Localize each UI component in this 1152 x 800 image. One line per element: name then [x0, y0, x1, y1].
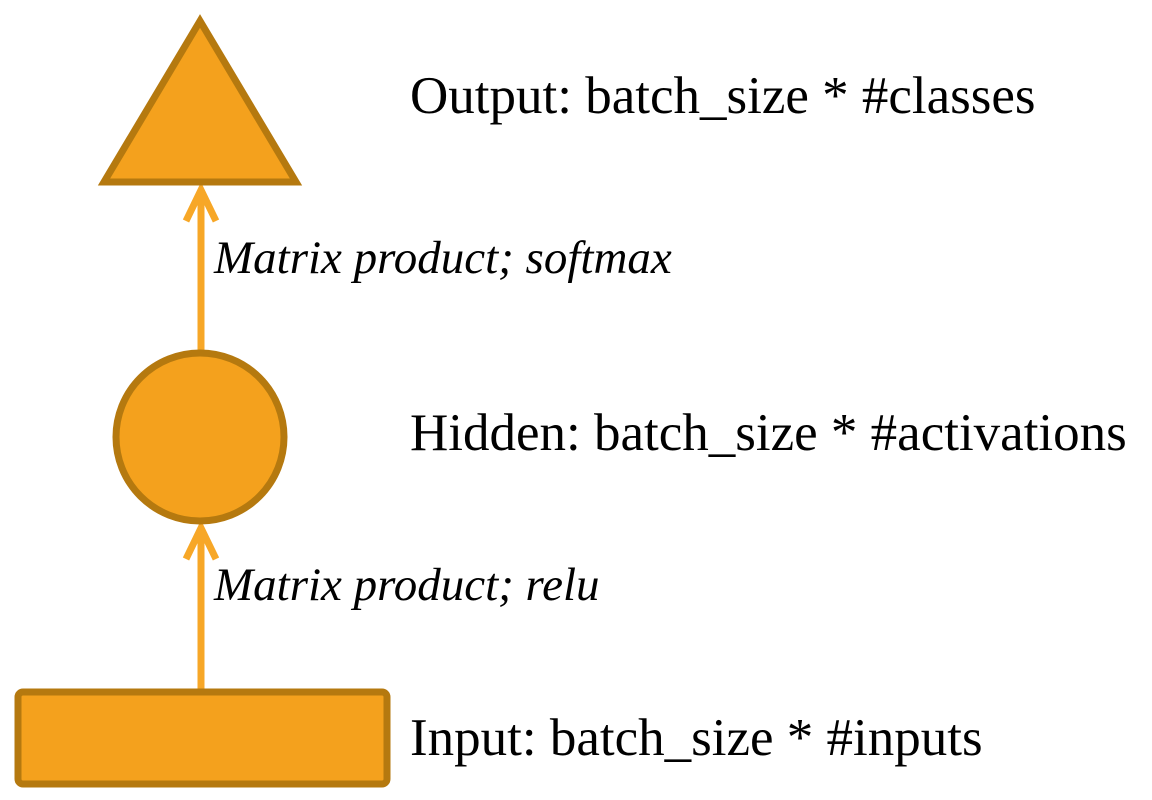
edge-input-to-hidden	[182, 519, 220, 694]
edge-hidden-to-output	[182, 181, 220, 351]
output-layer-label: Output: batch_size * #classes	[410, 67, 1036, 125]
input-layer-rectangle	[14, 688, 391, 788]
hidden-layer-label: Hidden: batch_size * #activations	[410, 404, 1127, 462]
input-layer-label: Input: batch_size * #inputs	[410, 709, 983, 767]
arrow-head-up-icon	[182, 519, 220, 561]
arrow-head-up-icon	[182, 181, 220, 223]
output-layer-triangle	[97, 14, 303, 186]
hidden-layer-circle	[112, 349, 288, 525]
relu-edge-label: Matrix product; relu	[214, 559, 600, 611]
softmax-edge-label: Matrix product; softmax	[214, 232, 672, 284]
